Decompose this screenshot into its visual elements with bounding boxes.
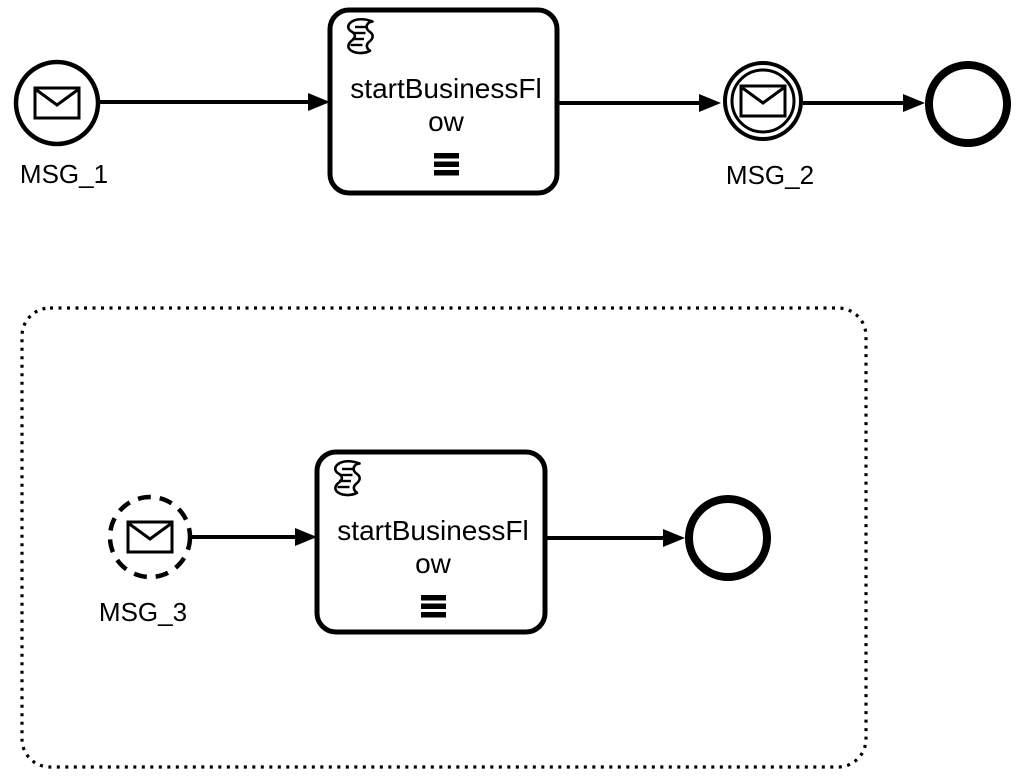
end-event-circle[interactable] xyxy=(925,61,1011,147)
message-envelope-icon xyxy=(739,84,787,118)
task-name-line2: ow xyxy=(428,106,465,137)
task-body[interactable] xyxy=(314,449,548,635)
start-event-label: MSG_3 xyxy=(99,597,187,627)
task-name-line2: ow xyxy=(415,548,452,579)
message-envelope-icon xyxy=(126,520,174,554)
arrowhead xyxy=(699,94,721,112)
arrowhead xyxy=(903,94,925,112)
end-event-circle[interactable] xyxy=(685,495,771,581)
sequential-multi-instance-marker-icon xyxy=(421,595,446,618)
intermediate-event-label: MSG_2 xyxy=(726,160,814,190)
script-task[interactable]: startBusinessFl ow xyxy=(314,449,548,635)
intermediate-event-inner-circle xyxy=(730,68,796,134)
script-task[interactable]: startBusinessFl ow xyxy=(327,7,560,196)
sequence-flow xyxy=(545,529,685,547)
arrowhead xyxy=(295,528,317,546)
message-intermediate-event[interactable] xyxy=(723,61,803,141)
sequence-flow xyxy=(557,94,721,112)
arrowhead xyxy=(308,93,330,111)
sequence-flow xyxy=(192,528,317,546)
task-name-line1: startBusinessFl xyxy=(337,515,528,546)
main-process-flow: MSG_1 startBusinessFl ow MSG_2 xyxy=(13,7,1011,196)
end-event[interactable] xyxy=(925,61,1011,147)
sequence-flow xyxy=(100,93,330,111)
message-start-event[interactable] xyxy=(13,59,101,147)
message-envelope-icon xyxy=(33,86,81,120)
task-name-line1: startBusinessFl xyxy=(350,73,541,104)
end-event[interactable] xyxy=(685,495,771,581)
message-start-event-non-interrupting[interactable] xyxy=(107,494,193,580)
start-event-label: MSG_1 xyxy=(20,159,108,189)
sequential-multi-instance-marker-icon xyxy=(434,153,459,176)
event-subprocess[interactable]: MSG_3 startBusinessFl ow xyxy=(20,306,868,769)
sequence-flow xyxy=(803,94,925,112)
arrowhead xyxy=(663,529,685,547)
